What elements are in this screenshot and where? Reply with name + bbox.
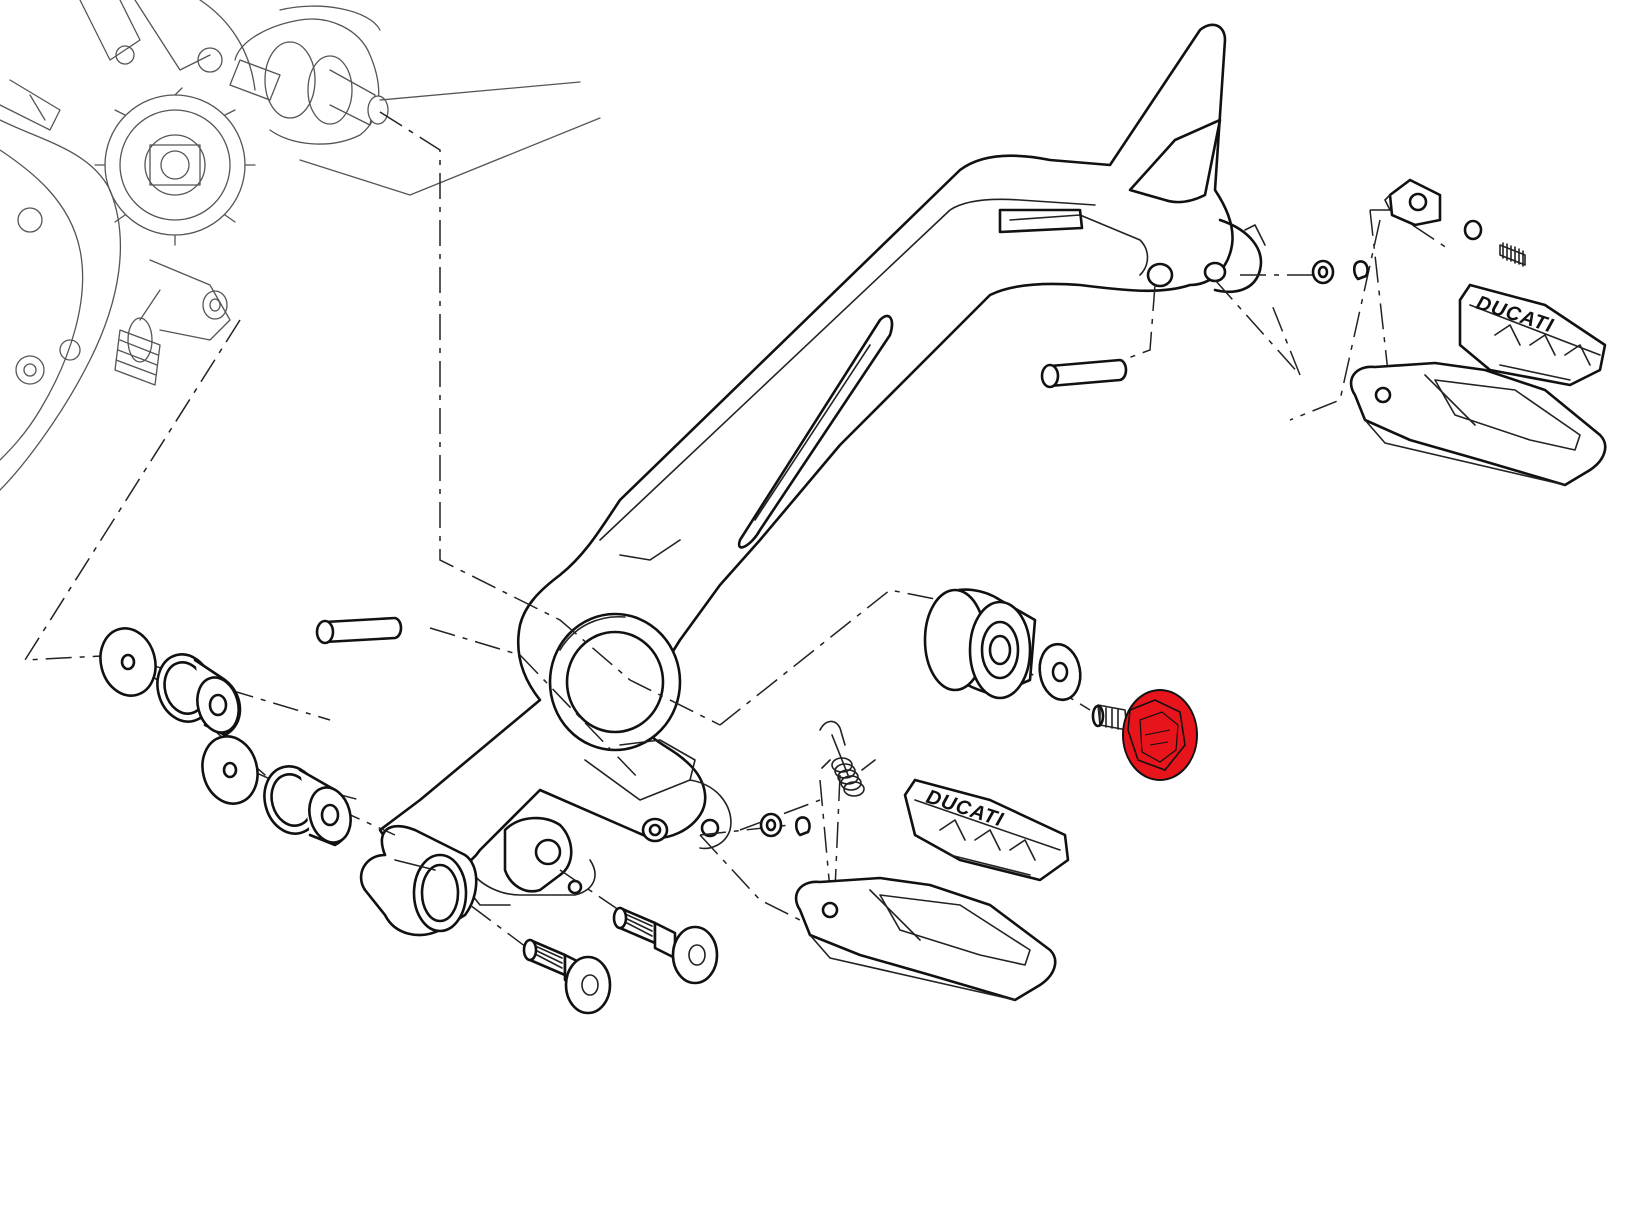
roller-bushing (923, 588, 1037, 700)
washer-1 (99, 627, 157, 697)
socket-bolt-left (522, 938, 612, 1015)
pin-left (315, 616, 403, 645)
engine-ghost (0, 0, 601, 491)
socket-bolts (522, 906, 719, 1015)
socket-bolt-right (612, 906, 719, 985)
small-washers (759, 219, 1483, 838)
washer-2 (201, 735, 259, 805)
spring-upper (1499, 242, 1526, 267)
washer-3 (1038, 642, 1082, 702)
bushing-1 (156, 653, 242, 737)
left-bushing-stack (99, 627, 352, 847)
footpeg-rubber-upper: DUCATI (1458, 283, 1607, 387)
footpeg-bracket (359, 23, 1266, 937)
detent-pin-upper (1384, 178, 1442, 227)
sprocket-ghost (104, 94, 246, 236)
footpeg-body-upper (1349, 361, 1607, 487)
flanged-hex-bolt[interactable] (1091, 689, 1198, 781)
assembly-axis-lines (23, 111, 1451, 966)
bushing-2 (263, 765, 352, 847)
return-spring-lower (819, 720, 876, 797)
clevis-pins (315, 358, 1128, 645)
footpeg-body-lower (794, 876, 1057, 1002)
footpeg-rubber-lower: DUCATI (903, 778, 1070, 882)
pin-right (1040, 358, 1128, 389)
